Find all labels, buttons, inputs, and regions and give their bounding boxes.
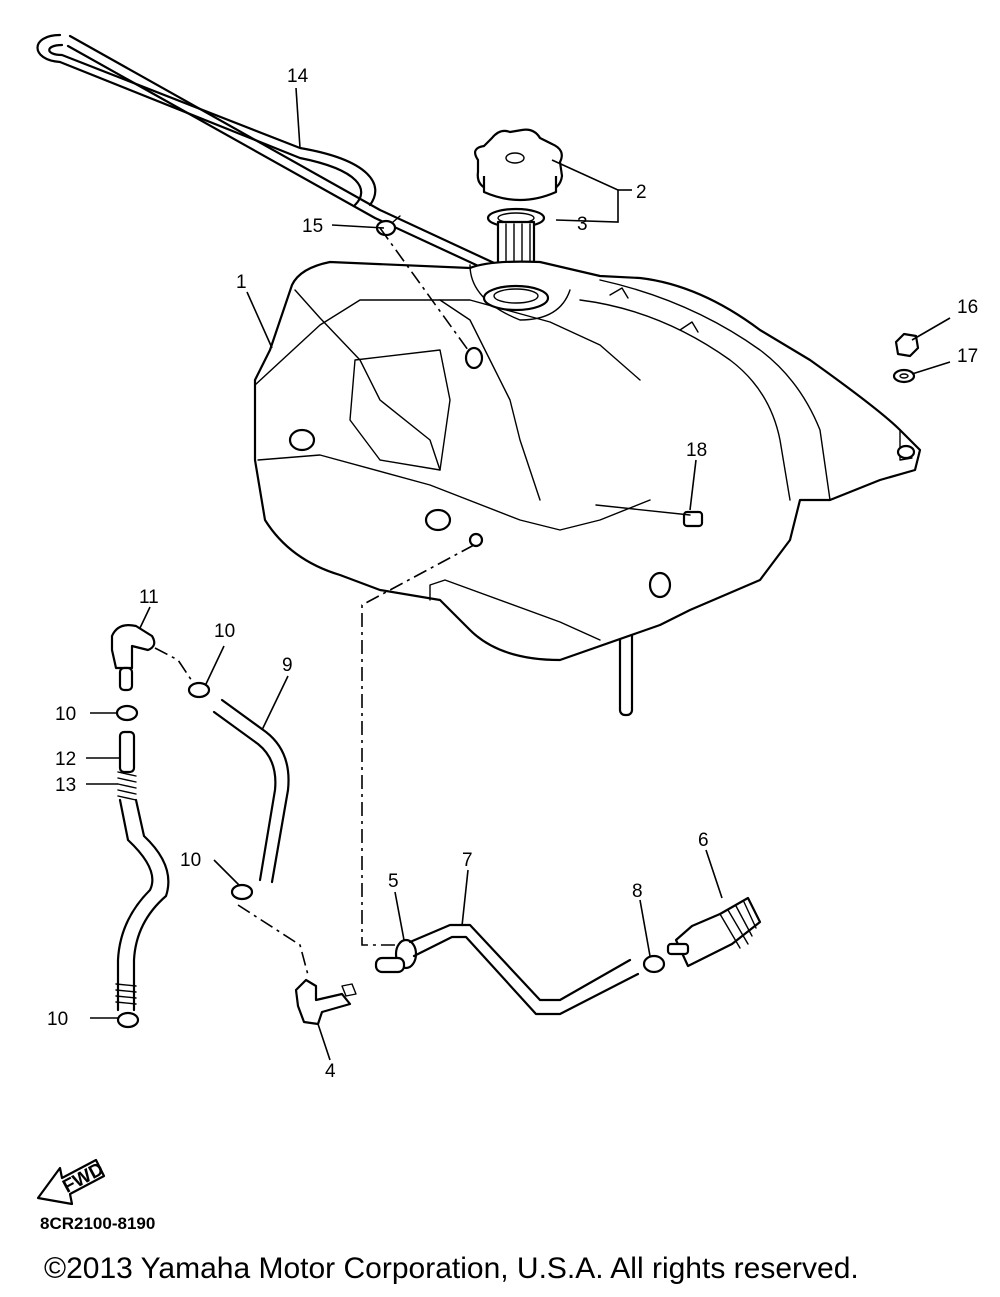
pipe-12 — [118, 730, 136, 774]
copyright-notice: ©2013 Yamaha Motor Corporation, U.S.A. A… — [44, 1252, 859, 1285]
callout-10-b: 10 — [55, 704, 76, 725]
fuel-cap-2 — [474, 128, 564, 202]
fuel-pipe-7 — [408, 923, 640, 1016]
callout-15: 15 — [302, 216, 323, 237]
callout-16: 16 — [957, 297, 978, 318]
fuel-tank-1 — [253, 260, 922, 662]
callout-3: 3 — [577, 214, 588, 235]
callout-5: 5 — [388, 871, 399, 892]
callout-10-d: 10 — [47, 1009, 68, 1030]
callout-13: 13 — [55, 775, 76, 796]
callout-17: 17 — [957, 346, 978, 367]
callout-11: 11 — [139, 587, 159, 608]
fwd-label: FWD — [59, 1159, 107, 1198]
callout-7: 7 — [462, 850, 473, 871]
hose-clip-15 — [375, 215, 401, 237]
callout-14: 14 — [287, 66, 309, 87]
joint-5 — [374, 938, 418, 974]
callout-9: 9 — [282, 655, 293, 676]
fuel-filter-6 — [666, 896, 762, 968]
fitting-4 — [294, 978, 357, 1026]
callout-12: 12 — [55, 749, 76, 770]
hose-clip-10-b — [115, 704, 139, 722]
spring-13 — [117, 771, 137, 801]
callout-10-a: 10 — [214, 621, 235, 642]
hose-12-13 — [115, 798, 170, 1012]
callout-6: 6 — [698, 830, 709, 851]
callout-18: 18 — [686, 440, 707, 461]
callout-10-c: 10 — [180, 850, 201, 871]
damper-18 — [595, 504, 704, 528]
callout-2: 2 — [636, 182, 647, 203]
washer-17 — [892, 368, 916, 384]
nut-16 — [894, 332, 920, 358]
hose-clip-10-c — [230, 883, 254, 901]
hose-clip-10-a — [187, 681, 211, 699]
fuel-cock-11 — [110, 624, 156, 692]
hose-clip-8 — [642, 954, 666, 974]
callout-8: 8 — [632, 881, 643, 902]
callout-1: 1 — [236, 272, 247, 293]
callout-labels: 1 2 3 4 5 6 7 8 9 10 10 10 10 11 12 13 1… — [47, 66, 978, 1082]
assembly-lines — [154, 227, 475, 976]
hose-clip-10-d — [116, 1011, 140, 1029]
callout-4: 4 — [325, 1061, 336, 1082]
diagram-code: 8CR2100-8190 — [40, 1214, 156, 1233]
fwd-arrow-icon: FWD — [36, 1159, 107, 1206]
leader-lines — [86, 87, 951, 1061]
fuel-hose-9 — [212, 698, 290, 884]
